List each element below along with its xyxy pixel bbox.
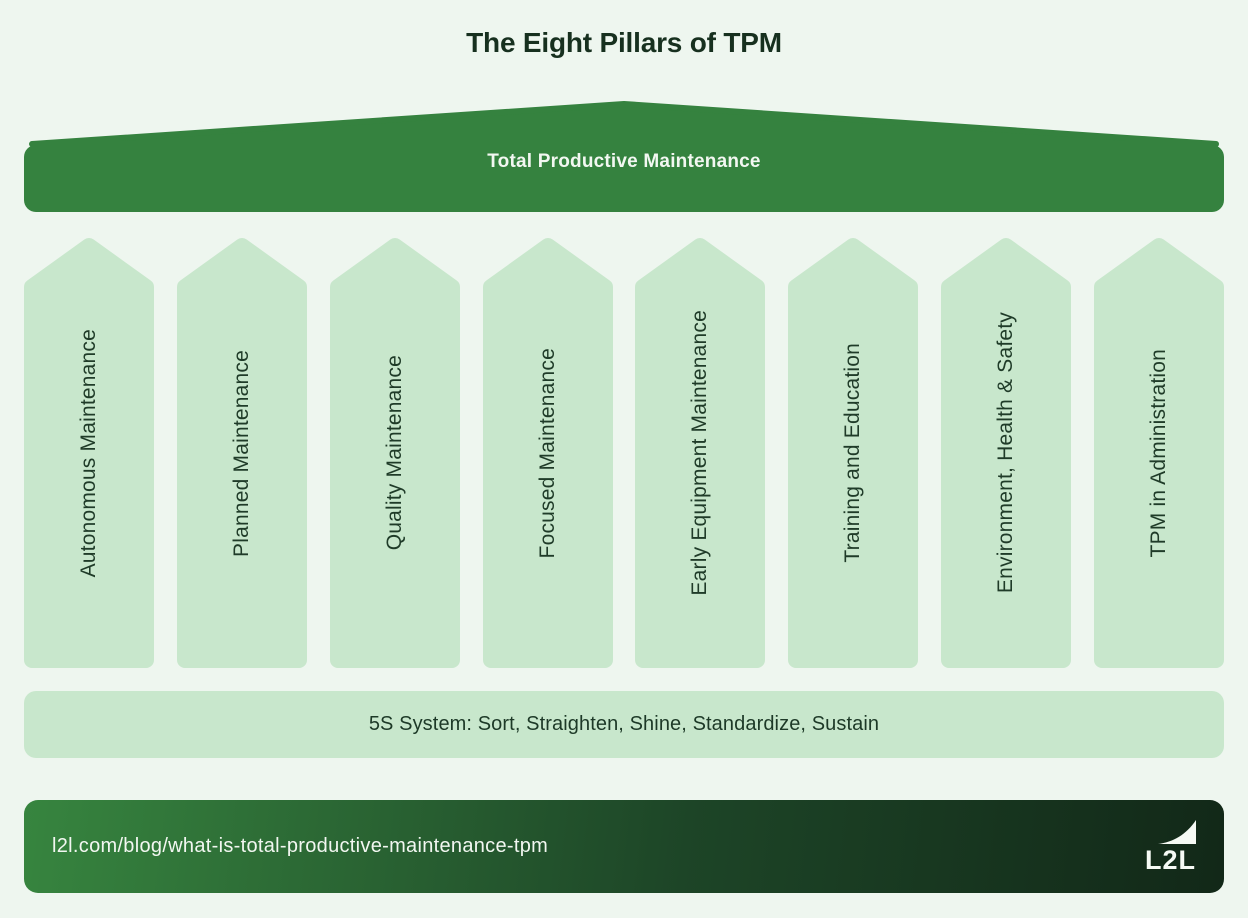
l2l-logo: L2L [1144,819,1196,875]
pillar-planned-maintenance: Planned Maintenance [176,238,307,668]
footer-bar: l2l.com/blog/what-is-total-productive-ma… [24,800,1224,893]
pillar-shape [635,238,766,668]
pillar-label: TPM in Administration [1146,348,1170,558]
foundation-5s-bar: 5S System: Sort, Straighten, Shine, Stan… [24,691,1224,758]
pillars-row: Autonomous Maintenance Planned Maintenan… [24,238,1224,668]
tpm-banner: Total Productive Maintenance [24,145,1224,212]
pillar-label: Planned Maintenance [229,349,253,557]
pillar-focused-maintenance: Focused Maintenance [482,238,613,668]
pillar-autonomous-maintenance: Autonomous Maintenance [24,238,154,668]
roof-shape [29,101,1219,147]
pillar-shape [329,238,460,668]
pillar-label: Focused Maintenance [535,347,559,559]
pillar-shape [788,238,919,668]
footer-url: l2l.com/blog/what-is-total-productive-ma… [52,835,549,857]
pillar-shape [24,238,154,668]
pillar-shape [176,238,307,668]
pillar-label: Training and Education [841,343,865,563]
tpm-banner-label: Total Productive Maintenance [487,151,761,172]
pillar-label: Autonomous Maintenance [77,328,100,578]
pillar-label: Environment, Health & Safety [994,312,1018,594]
pillar-shape [482,238,613,668]
pillar-environment-health-safety: Environment, Health & Safety [941,238,1072,668]
pillar-label: Quality Maintenance [382,355,406,551]
logo-text: L2L [1144,844,1196,875]
pillar-label: Early Equipment Maintenance [688,310,712,596]
pillar-shape [941,238,1072,668]
page-title: The Eight Pillars of TPM [466,27,782,58]
pillar-training-and-education: Training and Education [788,238,919,668]
pillar-shape [1093,238,1224,668]
logo-swoosh-icon [1158,819,1196,844]
pillar-early-equipment-maintenance: Early Equipment Maintenance [635,238,766,668]
pillar-tpm-in-administration: TPM in Administration [1093,238,1224,668]
pillar-quality-maintenance: Quality Maintenance [329,238,460,668]
foundation-label: 5S System: Sort, Straighten, Shine, Stan… [368,713,880,735]
